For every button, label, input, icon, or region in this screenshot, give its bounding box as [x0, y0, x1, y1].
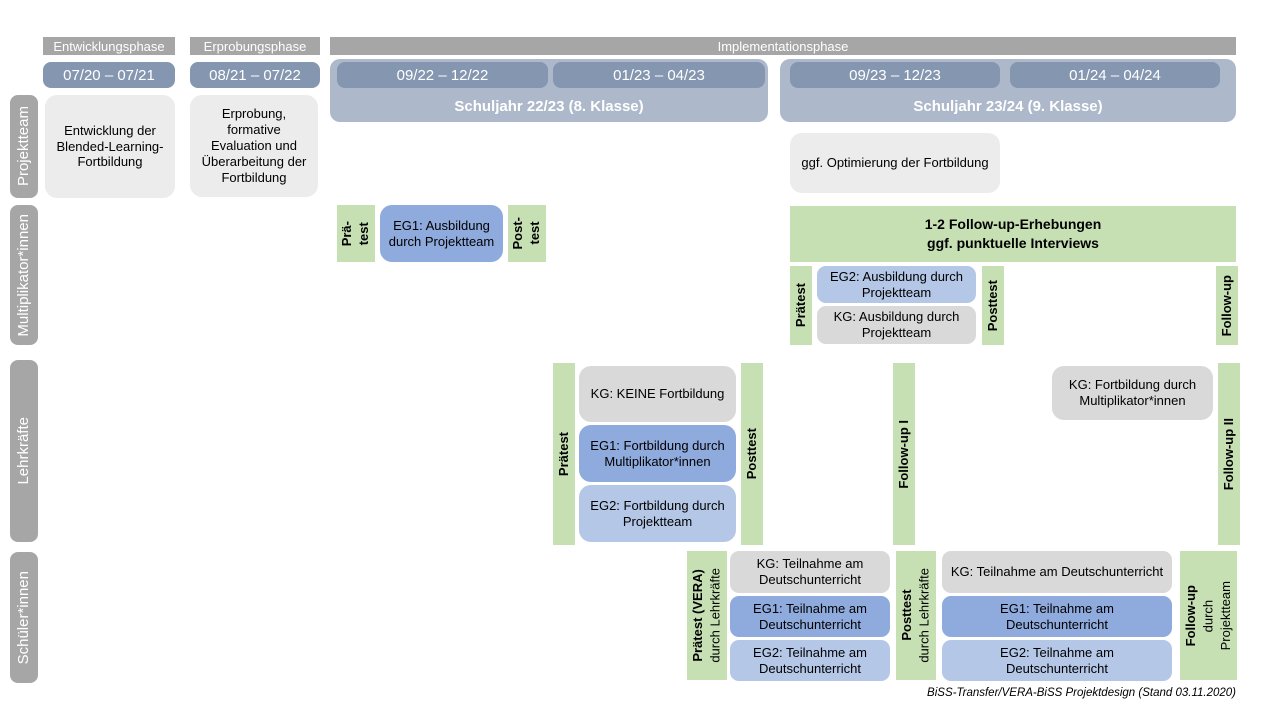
- box-erprobung-evaluation: Erprobung, formative Evaluation und Über…: [190, 95, 318, 197]
- phase-bar-implementationsphase: Implementationsphase: [330, 37, 1236, 55]
- date-range-09-22: 09/22 – 12/22: [337, 62, 548, 88]
- box-kg-fortbildung-multiplikatoren: KG: Fortbildung durch Multiplikator*inne…: [1052, 366, 1213, 420]
- footer-caption: BiSS-Transfer/VERA-BiSS Projektdesign (S…: [927, 687, 1236, 699]
- measure-followup-multiplikatoren-text: Follow-up: [1218, 274, 1234, 337]
- measure-posttest-multiplikatoren-2-text: Posttest: [984, 279, 1000, 332]
- measure-praetest-vera-schueler: Prätest (VERA) durch Lehrkräfte: [687, 551, 727, 680]
- posttest-schueler-label: Posttest: [899, 589, 915, 642]
- row-label-multiplikatorinnen: Multiplikator*innen: [10, 205, 38, 345]
- box-eg1-ausbildung-projektteam: EG1: Ausbildung durch Projektteam: [380, 205, 503, 262]
- row-label-projektteam-text: Projektteam: [15, 106, 33, 187]
- date-range-09-23: 09/23 – 12/23: [790, 62, 1000, 88]
- measure-followup-schueler: Follow-up durch Projektteam: [1180, 551, 1237, 680]
- box-eg2-teilnahme-1: EG2: Teilnahme am Deutschunterricht: [730, 640, 890, 681]
- followup-schueler-label: Follow-up: [1183, 584, 1199, 647]
- followup-schueler-sublabel: durch Projektteam: [1200, 580, 1234, 651]
- measure-praetest-multiplikatoren-2-text: Prätest: [792, 283, 808, 328]
- row-label-schuelerinnen: Schüler*innen: [10, 552, 38, 683]
- measure-followup2-lehrkraefte-text: Follow-up II: [1220, 417, 1236, 491]
- box-kg-keine-fortbildung: KG: KEINE Fortbildung: [579, 366, 736, 422]
- box-kg-teilnahme-2: KG: Teilnahme am Deutschunterricht: [942, 551, 1172, 593]
- box-eg2-fortbildung-projektteam: EG2: Fortbildung durch Projektteam: [579, 485, 736, 542]
- box-eg2-ausbildung-projektteam: EG2: Ausbildung durch Projektteam: [817, 266, 976, 303]
- date-range-01-24: 01/24 – 04/24: [1010, 62, 1220, 88]
- date-range-08-21: 08/21 – 07/22: [190, 62, 320, 88]
- measure-followup1-lehrkraefte-text: Follow-up I: [895, 419, 911, 489]
- box-eg1-fortbildung-multiplikatoren: EG1: Fortbildung durch Multiplikator*inn…: [579, 425, 736, 482]
- measure-followup-schueler-text: Follow-up durch Projektteam: [1182, 581, 1235, 650]
- measure-posttest-lehrkraefte-text: Posttest: [743, 428, 759, 480]
- date-range-01-23: 01/23 – 04/23: [553, 62, 765, 88]
- measure-posttest-multiplikatoren-1-text: Post- test: [510, 217, 542, 250]
- measure-praetest-multiplikatoren-1: Prä- test: [337, 205, 375, 262]
- box-eg1-teilnahme-1: EG1: Teilnahme am Deutschunterricht: [730, 596, 890, 637]
- row-label-schuelerinnen-text: Schüler*innen: [15, 570, 33, 665]
- praetest-vera-sublabel: durch Lehrkräfte: [708, 568, 723, 663]
- box-entwicklung-fortbildung: Entwicklung der Blended-Learning-Fortbil…: [45, 95, 175, 198]
- phase-bar-entwicklungsphase: Entwicklungsphase: [43, 37, 175, 55]
- row-label-lehrkraefte-text: Lehrkräfte: [15, 417, 33, 485]
- measure-followup2-lehrkraefte: Follow-up II: [1218, 363, 1240, 545]
- measure-praetest-lehrkraefte: Prätest: [553, 363, 575, 545]
- measure-posttest-schueler-text: Posttest durch Lehrkräfte: [898, 568, 933, 663]
- row-label-multiplikatorinnen-text: Multiplikator*innen: [15, 213, 33, 337]
- box-eg2-teilnahme-2: EG2: Teilnahme am Deutschunterricht: [942, 640, 1172, 681]
- row-label-lehrkraefte: Lehrkräfte: [10, 360, 38, 542]
- measure-praetest-multiplikatoren-1-text: Prä- test: [339, 220, 371, 247]
- measure-posttest-multiplikatoren-1: Post- test: [508, 205, 546, 262]
- measure-praetest-multiplikatoren-2: Prätest: [790, 266, 812, 345]
- banner-followup-erhebungen: 1-2 Follow-up-Erhebungen ggf. punktuelle…: [790, 206, 1236, 262]
- measure-followup1-lehrkraefte: Follow-up I: [893, 363, 915, 545]
- box-optimierung-fortbildung: ggf. Optimierung der Fortbildung: [790, 133, 1000, 193]
- measure-posttest-multiplikatoren-2: Posttest: [982, 266, 1004, 345]
- row-label-projektteam: Projektteam: [10, 95, 38, 198]
- measure-followup-multiplikatoren: Follow-up: [1216, 266, 1238, 345]
- phase-bar-erprobungsphase: Erprobungsphase: [190, 37, 320, 55]
- measure-posttest-schueler: Posttest durch Lehrkräfte: [896, 551, 936, 680]
- measure-posttest-lehrkraefte: Posttest: [741, 363, 763, 545]
- posttest-schueler-sublabel: durch Lehrkräfte: [917, 568, 932, 663]
- box-kg-ausbildung-projektteam: KG: Ausbildung durch Projektteam: [817, 306, 976, 344]
- date-range-07-20: 07/20 – 07/21: [43, 62, 175, 88]
- box-eg1-teilnahme-2: EG1: Teilnahme am Deutschunterricht: [942, 596, 1172, 637]
- box-kg-teilnahme-1: KG: Teilnahme am Deutschunterricht: [730, 551, 890, 593]
- measure-praetest-lehrkraefte-text: Prätest: [555, 431, 571, 477]
- measure-praetest-vera-schueler-text: Prätest (VERA) durch Lehrkräfte: [689, 568, 724, 663]
- praetest-vera-label: Prätest (VERA): [690, 569, 706, 662]
